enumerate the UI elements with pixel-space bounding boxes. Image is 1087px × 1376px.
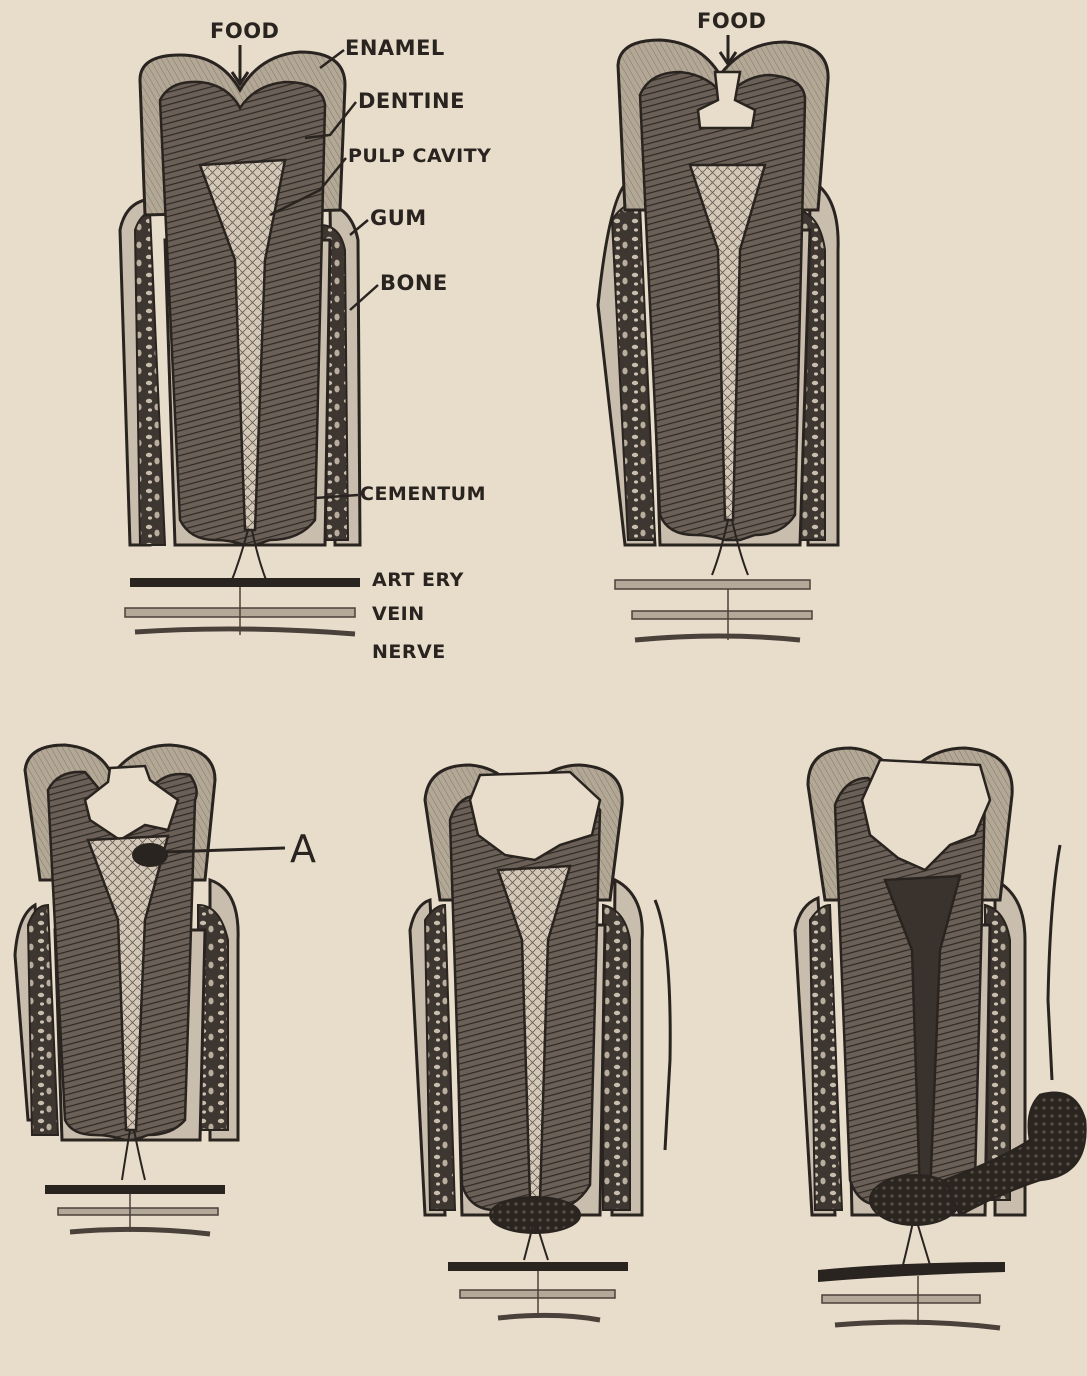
root-abscess: [490, 1197, 580, 1233]
tooth-abscess: [795, 748, 1085, 1328]
bone-left: [135, 212, 165, 545]
nerve: [135, 629, 355, 634]
label-food-left: FOOD: [210, 19, 279, 43]
label-cementum: CEMENTUM: [360, 483, 486, 505]
label-gum: GUM: [370, 206, 427, 230]
label-bone: BONE: [380, 271, 448, 295]
label-vein: VEIN: [372, 603, 425, 625]
label-a: A: [290, 827, 316, 871]
tooth-pulp-exposed: [15, 745, 238, 1234]
label-pulp-cavity: PULP CAVITY: [348, 145, 491, 167]
tooth-early-decay: [598, 40, 838, 640]
label-nerve: NERVE: [372, 641, 446, 663]
tooth-advanced-decay: [410, 765, 670, 1320]
label-dentine: DENTINE: [358, 89, 465, 113]
label-enamel: ENAMEL: [345, 36, 445, 60]
tooth-healthy: [120, 52, 360, 635]
label-artery: ART ERY: [372, 569, 464, 591]
inflamed-pulp: [132, 843, 168, 867]
label-food-right: FOOD: [697, 9, 766, 33]
artery: [130, 578, 360, 587]
arrow-food-left: [232, 45, 248, 84]
